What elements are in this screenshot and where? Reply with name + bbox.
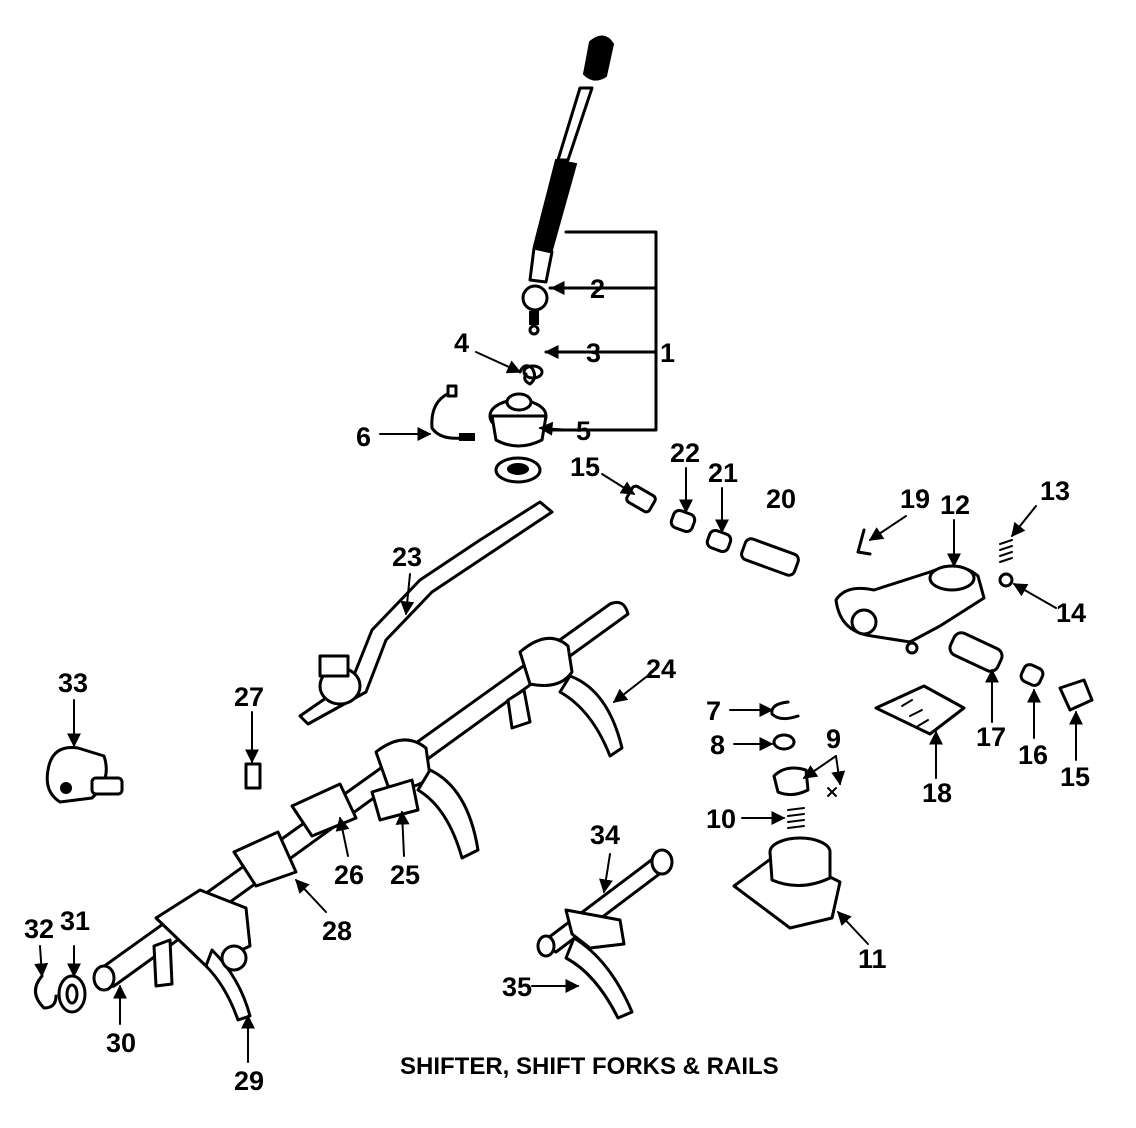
shift-fork-29 [152, 888, 252, 1022]
callout-29: 29 [234, 1066, 264, 1096]
callout-15-upper: 15 [570, 452, 600, 482]
spring-13 [999, 539, 1013, 563]
callout-2: 2 [590, 274, 605, 304]
callout-30: 30 [106, 1028, 136, 1058]
callout-32: 32 [24, 914, 54, 944]
part-15-a [625, 484, 657, 514]
callout-16: 16 [1018, 740, 1048, 770]
plate-18 [874, 684, 966, 736]
callout-12: 12 [940, 490, 970, 520]
callout-26: 26 [334, 860, 364, 890]
diagram-caption: SHIFTER, SHIFT FORKS & RAILS [400, 1053, 779, 1080]
interlock-25 [370, 778, 420, 822]
shift-knob [582, 35, 615, 81]
part-33 [45, 745, 124, 804]
ball-14 [998, 572, 1014, 588]
plunger-20 [740, 537, 800, 577]
collar-9 [772, 766, 837, 797]
clip-32 [34, 974, 58, 1010]
shift-lever-assembly [488, 35, 658, 484]
callout-22: 22 [670, 438, 700, 468]
shift-rod-23 [298, 500, 554, 726]
clip-19 [856, 528, 872, 556]
callout-19: 19 [900, 484, 930, 514]
boot-seal [494, 456, 542, 484]
main-rail-assembly [92, 600, 630, 1022]
callout-17: 17 [976, 722, 1006, 752]
shift-lever-boot [532, 158, 578, 252]
leader-lines [34, 281, 1083, 1063]
callout-9: 9 [826, 724, 841, 754]
callout-33: 33 [58, 668, 88, 698]
callout-15-lower: 15 [1060, 762, 1090, 792]
clip-7 [770, 700, 800, 721]
shift-fork-middle [374, 738, 480, 860]
callout-14: 14 [1056, 598, 1086, 628]
lever-ball-2 [521, 284, 549, 312]
callout-24: 24 [646, 654, 676, 684]
plunger-17 [948, 631, 1004, 673]
plug-15-b [1058, 678, 1094, 712]
shift-lever-lower [528, 246, 554, 284]
callout-11: 11 [858, 944, 887, 974]
callout-13: 13 [1040, 476, 1070, 506]
callout-25: 25 [390, 860, 420, 890]
pin-27 [244, 762, 262, 790]
callout-28: 28 [322, 916, 352, 946]
callout-31: 31 [60, 906, 90, 936]
lever-retainer-5 [488, 392, 548, 448]
callout-5: 5 [576, 416, 591, 446]
bracket-28 [232, 830, 298, 888]
shift-fork-24 [506, 636, 624, 758]
callout-7: 7 [706, 696, 721, 726]
fork-rail-34-35 [536, 848, 674, 1020]
callout-23: 23 [392, 542, 422, 572]
selector-housing-12 [834, 564, 986, 655]
callout-6: 6 [356, 422, 371, 452]
shift-lever-rod [556, 86, 594, 162]
callout-20: 20 [766, 484, 796, 514]
callout-8: 8 [710, 730, 725, 760]
ring-8 [772, 733, 796, 751]
callout-27: 27 [234, 682, 264, 712]
callout-10: 10 [706, 804, 736, 834]
callout-35: 35 [502, 972, 532, 1002]
spring-21 [705, 528, 733, 554]
spring-22 [669, 508, 697, 534]
spring-16 [1019, 663, 1045, 687]
callout-18: 18 [922, 778, 952, 808]
cover-11 [732, 836, 842, 930]
clip-4 [518, 364, 537, 386]
callout-3: 3 [586, 338, 601, 368]
cable-6 [430, 390, 464, 440]
callout-4: 4 [454, 328, 469, 358]
callout-1: 1 [660, 338, 675, 368]
callout-34: 34 [590, 820, 620, 850]
callout-21: 21 [708, 458, 738, 488]
callout-labels: 1 2 3 4 5 6 7 8 9 10 11 12 13 14 15 15 1… [24, 274, 1090, 1096]
spring-10 [787, 807, 805, 829]
